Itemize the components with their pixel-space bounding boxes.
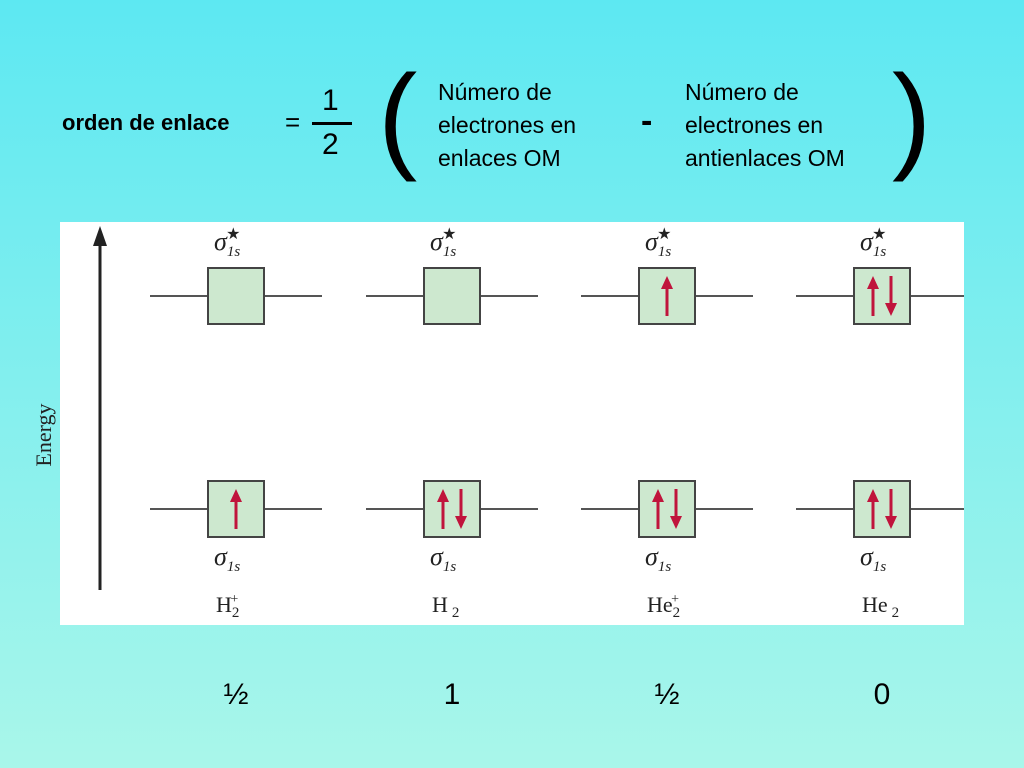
antibonding-term-line: antienlaces OM bbox=[685, 145, 845, 171]
right-parenthesis: ) bbox=[892, 51, 932, 183]
bonding-electron-down-head bbox=[885, 516, 897, 529]
bonding-electron-down-head bbox=[455, 516, 467, 529]
antibonding-electron-up-head bbox=[661, 276, 673, 289]
antibonding-term-line: electrones en bbox=[685, 112, 824, 138]
bonding-orbital-label: σ1s bbox=[214, 542, 241, 575]
bonding-term-line: Número de bbox=[438, 79, 552, 105]
antibonding-electron-up-head bbox=[867, 276, 879, 289]
bonding-orbital-box bbox=[423, 480, 481, 538]
antibonding-orbital-box bbox=[207, 267, 265, 325]
formula-label: orden de enlace bbox=[62, 110, 230, 135]
minus-sign: - bbox=[641, 102, 653, 140]
bonding-electrons-term: Número de electrones en enlaces OM bbox=[438, 76, 576, 175]
molecule-label: He2+ bbox=[647, 592, 681, 621]
bonding-orbital-box bbox=[638, 480, 696, 538]
molecule-label: H2+ bbox=[216, 592, 240, 621]
antibonding-electrons-term: Número de electrones en antienlaces OM bbox=[685, 76, 845, 175]
bond-order-value: 1 bbox=[443, 678, 461, 711]
bonding-electron-up-head bbox=[652, 489, 664, 502]
fraction-denominator: 2 bbox=[322, 128, 339, 161]
mo-diagram-panel bbox=[60, 222, 964, 625]
bonding-orbital-label: σ1s bbox=[645, 542, 672, 575]
bonding-term-line: electrones en bbox=[438, 112, 577, 138]
equals-sign: = bbox=[285, 107, 301, 137]
energy-axis-arrowhead bbox=[93, 226, 107, 246]
fraction-bar bbox=[312, 122, 352, 125]
antibonding-orbital-label: σ1s★ bbox=[430, 226, 457, 260]
bonding-orbital-label: σ1s bbox=[860, 542, 887, 575]
bonding-electron-up-head bbox=[230, 489, 242, 502]
bond-order-value: ½ bbox=[654, 678, 680, 711]
antibonding-orbital-box bbox=[853, 267, 911, 325]
mo-diagram bbox=[93, 226, 964, 590]
antibonding-orbital-label: σ1s★ bbox=[645, 226, 672, 260]
antibonding-orbital-label: σ1s★ bbox=[214, 226, 241, 260]
antibonding-orbital-label: σ1s★ bbox=[860, 226, 887, 260]
left-parenthesis: ( bbox=[378, 51, 418, 183]
bonding-orbital-label: σ1s bbox=[430, 542, 457, 575]
bonding-electron-up-head bbox=[867, 489, 879, 502]
bonding-orbital-box bbox=[853, 480, 911, 538]
fraction-numerator: 1 bbox=[322, 84, 339, 117]
bonding-term-line: enlaces OM bbox=[438, 145, 561, 171]
bonding-electron-down-head bbox=[670, 516, 682, 529]
bond-order-value: ½ bbox=[223, 678, 249, 711]
antibonding-orbital-box bbox=[423, 267, 481, 325]
bonding-electron-up-head bbox=[437, 489, 449, 502]
antibonding-term-line: Número de bbox=[685, 79, 799, 105]
energy-axis-label: Energy bbox=[31, 403, 56, 467]
bond-order-value: 0 bbox=[873, 678, 891, 711]
antibonding-electron-down-head bbox=[885, 303, 897, 316]
